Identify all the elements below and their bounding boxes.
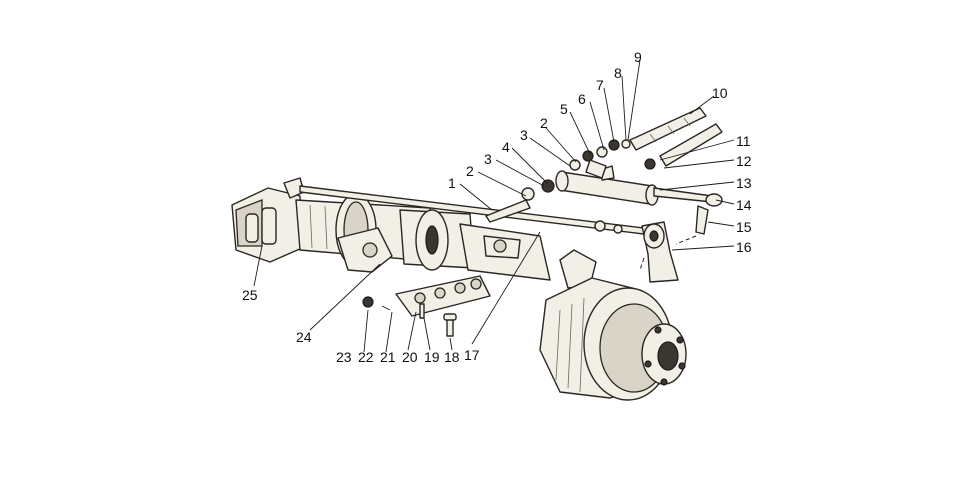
callout-4: 4 [502,139,510,155]
callout-21: 21 [380,349,396,365]
callout-23: 23 [336,349,352,365]
wheel-hub-assembly [539,249,687,401]
callout-10: 10 [712,85,728,101]
mounting-plate-parts [362,275,491,337]
callout-24: 24 [296,329,312,345]
callout-16: 16 [736,239,752,255]
callout-25: 25 [242,287,258,303]
callout-labels: 1 2 3 4 3 2 5 6 7 8 9 10 11 12 13 14 15 … [242,49,752,365]
callout-11: 11 [736,133,751,149]
callout-20: 20 [402,349,418,365]
axle-housing [231,177,551,281]
callout-15: 15 [736,219,752,235]
piston-rod-stack [485,139,631,223]
callout-17: 17 [464,347,480,363]
callout-3-upper: 3 [520,127,528,143]
callout-14: 14 [736,197,752,213]
callout-18: 18 [444,349,460,365]
callout-2-upper: 2 [540,115,548,131]
callout-12: 12 [736,153,752,169]
hydraulic-hoses [629,107,723,170]
callout-5: 5 [560,101,568,117]
callout-8: 8 [614,65,622,81]
callout-1: 1 [448,175,456,191]
callout-2-lower: 2 [466,163,474,179]
tie-rod [299,185,661,237]
steering-bracket [639,205,709,283]
callout-7: 7 [596,77,604,93]
callout-22: 22 [358,349,374,365]
callout-9: 9 [634,49,642,65]
callout-13: 13 [736,175,752,191]
leader-lines [253,59,735,353]
callout-6: 6 [578,91,586,107]
callout-3-lower: 3 [484,151,492,167]
callout-19: 19 [424,349,440,365]
